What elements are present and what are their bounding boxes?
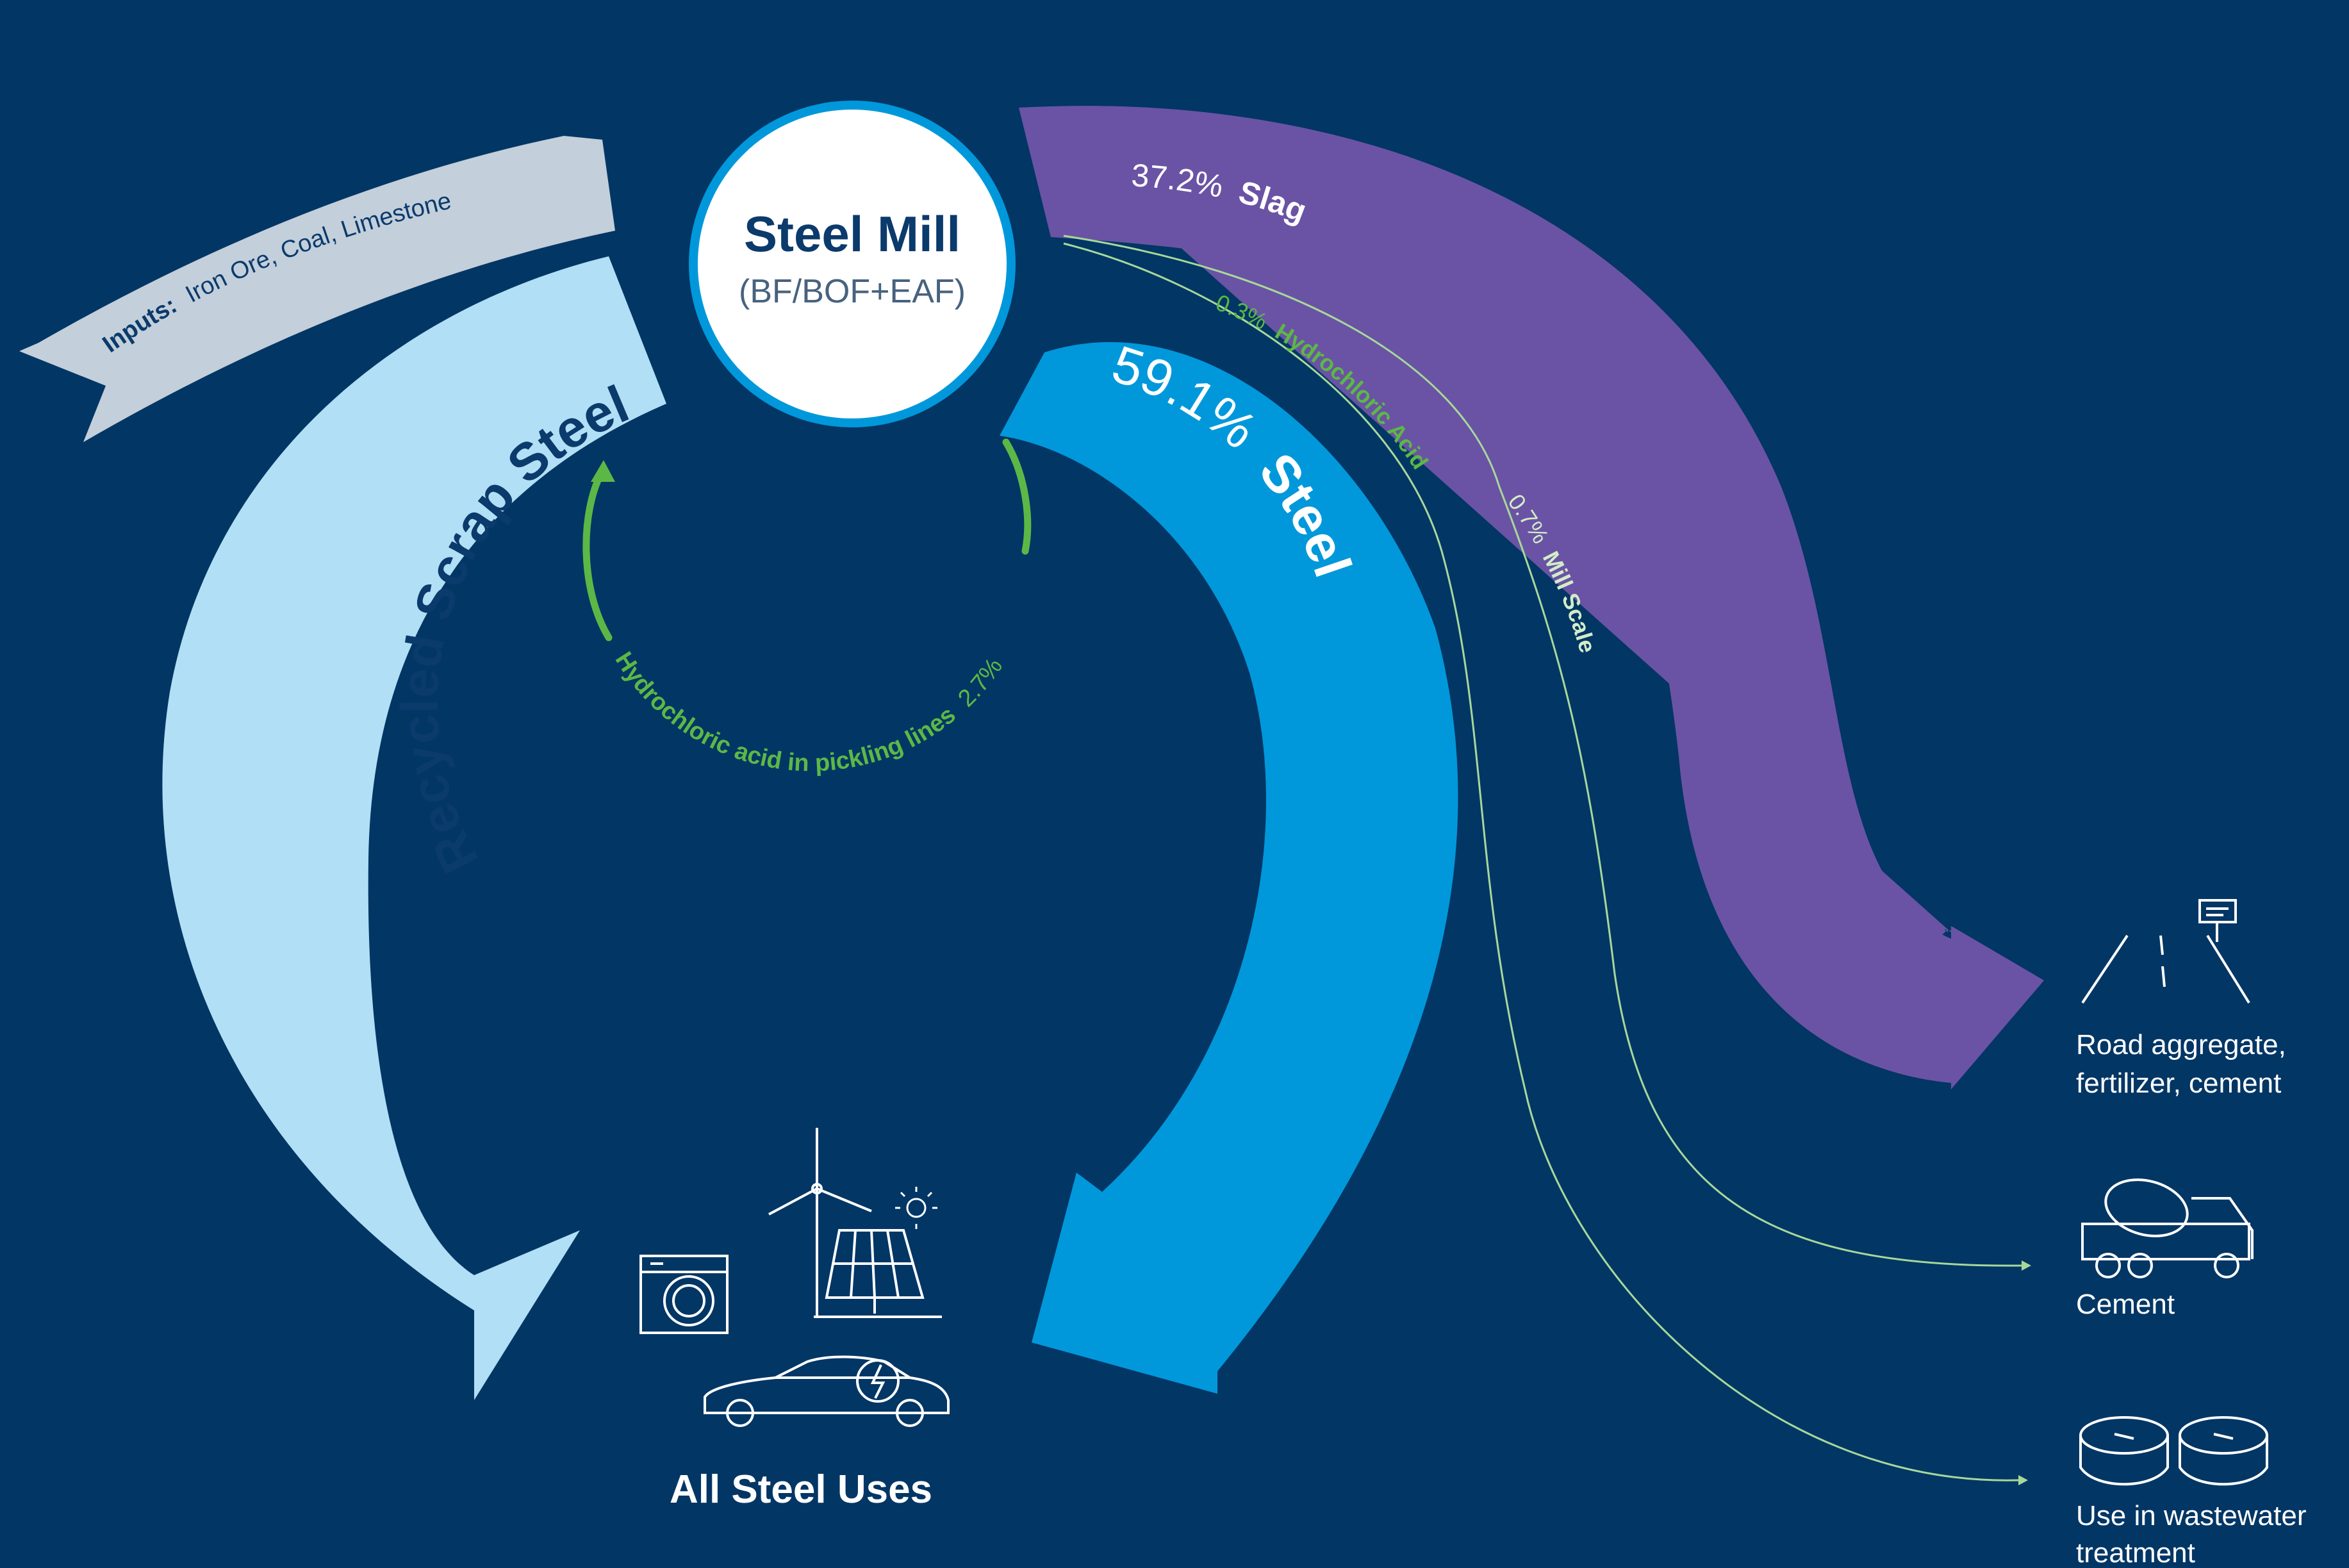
slag-arrow: [1025, 106, 1948, 936]
wind-turbine-icon: [768, 1128, 872, 1317]
wastewater-output-line1: Use in wastewater: [2076, 1500, 2306, 1531]
pickling-loop: [582, 467, 613, 641]
cement-output: Cement: [2076, 1289, 2175, 1320]
millscale-flow-arrowhead: [2022, 1260, 2031, 1271]
washing-machine-icon: [639, 1255, 729, 1334]
pickling-loop-right: [1002, 438, 1032, 555]
steel-arrow: [1000, 342, 1458, 1394]
recycled-scrap-arrow: [162, 256, 667, 1400]
steel-mill-title: Steel Mill: [744, 206, 960, 262]
electric-car-icon: [704, 1355, 950, 1427]
road-output-line2: fertilizer, cement: [2076, 1068, 2281, 1099]
slag-arrow-main: [1019, 106, 2044, 1089]
uses-title: All Steel Uses: [670, 1467, 932, 1512]
hcl-flow-arrowhead: [2018, 1475, 2028, 1485]
cement-truck-icon: [2081, 1178, 2254, 1278]
wastewater-output-line2: treatment: [2076, 1537, 2195, 1568]
pickling-loop-arrowhead: [591, 460, 615, 482]
inputs-arrow: [19, 136, 615, 442]
hcl-flow-line: [1063, 242, 2022, 1481]
solar-panel-icon: [814, 1229, 942, 1318]
steel-mill-circle: [689, 101, 1016, 427]
steel-mill-subtitle: (BF/BOF+EAF): [739, 273, 966, 310]
millscale-flow-line: [1063, 235, 2025, 1267]
water-tank-icon: [2079, 1416, 2268, 1486]
sun-icon: [895, 1187, 937, 1229]
road-icon: [2081, 899, 2250, 1004]
road-output-line1: Road aggregate,: [2076, 1029, 2286, 1060]
